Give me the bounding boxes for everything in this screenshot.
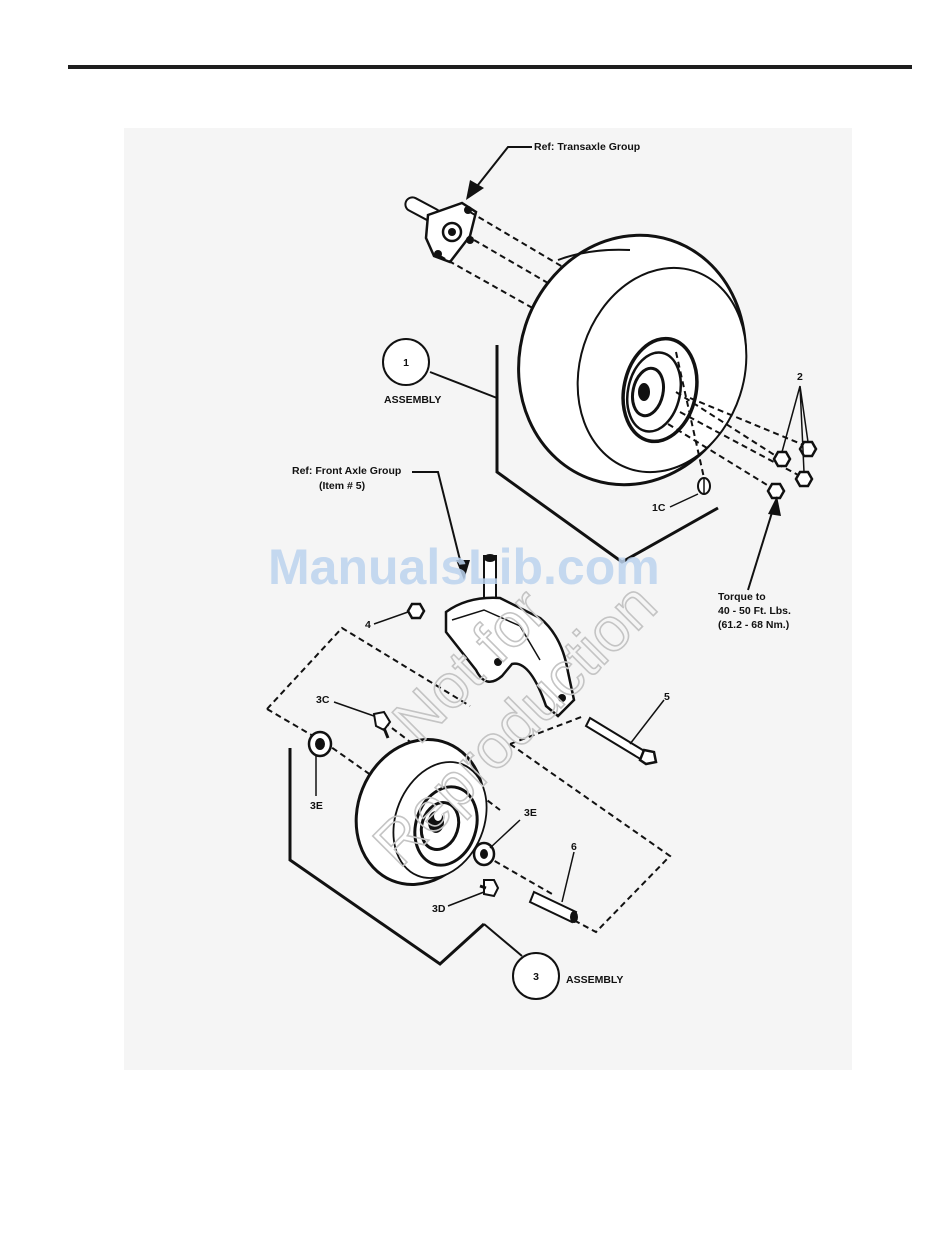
rear-hub [403,195,476,262]
torque-line-2: 40 - 50 Ft. Lbs. [718,605,791,617]
bearing-3e-left [309,732,331,756]
watermark-manualslib: ManualsLib.com [268,539,660,595]
ref-front-axle-item: (Item # 5) [319,480,365,492]
assembly-1-label: ASSEMBLY [384,394,441,406]
valve-stem-1c [698,478,710,494]
callout-3d: 3D [432,903,446,915]
spacer-6 [530,892,578,923]
callout-6: 6 [571,841,577,853]
callout-5: 5 [664,691,670,703]
torque-line-3: (61.2 - 68 Nm.) [718,619,789,631]
callout-3e-left: 3E [310,800,323,812]
callout-3e-right: 3E [524,807,537,819]
rear-tire [487,206,778,515]
lug-nuts-2 [768,442,816,498]
callout-4: 4 [365,619,371,631]
assembly-3-label: ASSEMBLY [566,974,623,986]
assembly-3-number: 3 [533,971,539,983]
ref-front-axle-label: Ref: Front Axle Group [292,465,401,477]
assembly-1-number: 1 [403,357,409,369]
torque-line-1: Torque to [718,591,766,603]
ref-transaxle-label: Ref: Transaxle Group [534,141,640,153]
callout-3c: 3C [316,694,330,706]
fitting-3d [480,880,498,896]
callout-1c: 1C [652,502,666,514]
callout-2: 2 [797,371,803,383]
